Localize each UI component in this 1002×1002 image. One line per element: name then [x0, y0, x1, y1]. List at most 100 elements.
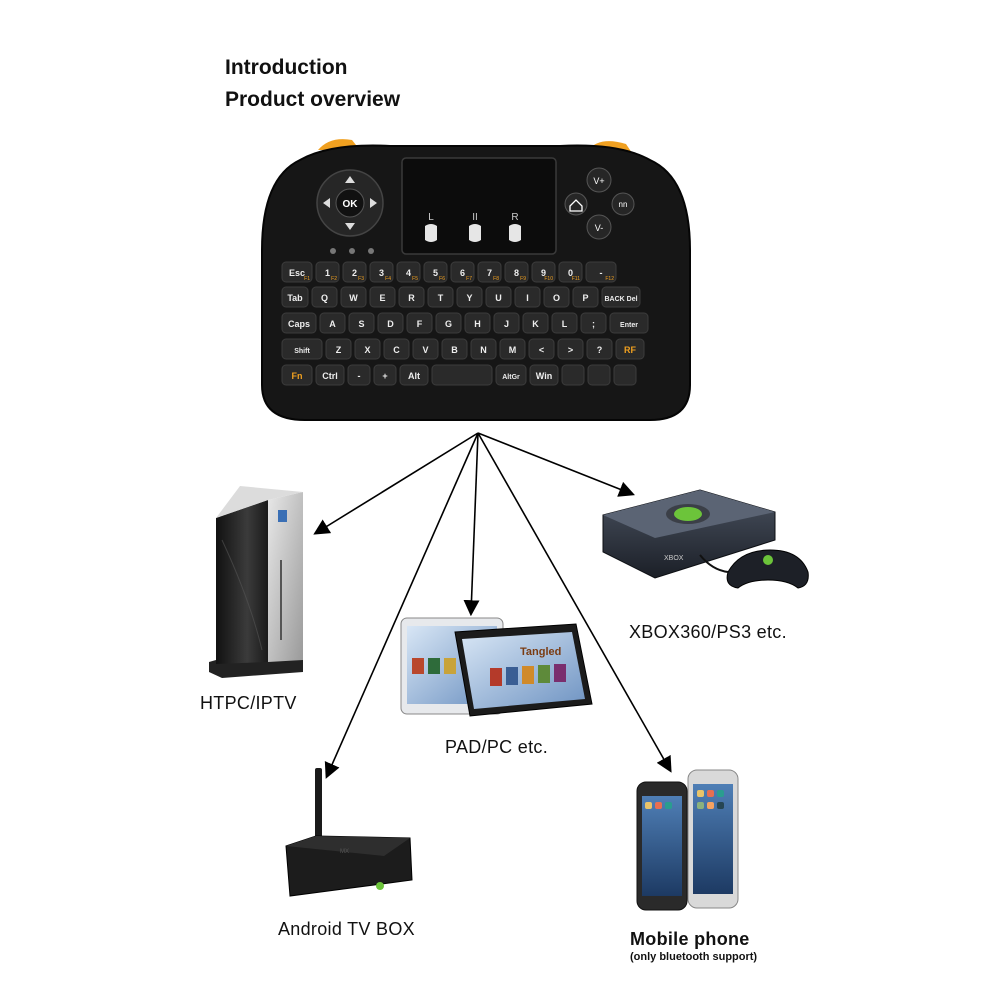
keyboard-fn-label: F3: [358, 276, 364, 282]
keyboard-key-label: H: [474, 319, 481, 329]
keyboard-key-label: >: [568, 345, 573, 355]
keyboard-key-label: S: [358, 319, 364, 329]
keyboard-key-label: U: [495, 293, 502, 303]
keyboard-key-label: -: [600, 268, 603, 278]
keyboard-key: [477, 261, 502, 283]
keyboard-key: [396, 261, 421, 283]
keyboard-key-label: 2: [352, 268, 357, 278]
arrow-to-xbox: [477, 432, 635, 497]
keyboard-key: [369, 286, 396, 308]
label-xbox-ps3: XBOX360/PS3 etc.: [629, 622, 787, 642]
keyboard-key: [499, 338, 526, 360]
keyboard-key: [406, 312, 433, 334]
keyboard-key-label: A: [329, 319, 336, 329]
keyboard-key-label: D: [387, 319, 394, 329]
keyboard-key: [431, 364, 493, 386]
keyboard-key-label: X: [364, 345, 370, 355]
keyboard-key-label: N: [480, 345, 487, 355]
keyboard-key: [561, 364, 585, 386]
label-bluetooth-note: (only bluetooth support): [630, 951, 758, 963]
keyboard-key: [504, 261, 529, 283]
keyboard-fn-label: F10: [544, 276, 553, 282]
keyboard-key-label: 6: [460, 268, 465, 278]
keyboard-key: [514, 286, 541, 308]
keyboard-fn-label: F11: [572, 276, 580, 282]
keyboard-key: [450, 261, 475, 283]
keyboard-key-label: Z: [336, 345, 342, 355]
label-htpc-iptv: HTPC/IPTV: [200, 693, 297, 713]
keyboard-key-label: Fn: [292, 371, 303, 381]
keyboard-key: [354, 338, 381, 360]
keyboard-key-label: O: [553, 293, 560, 303]
keyboard-key-label: ?: [597, 345, 603, 355]
keyboard-key-label: L: [562, 319, 568, 329]
keyboard-key: [586, 338, 613, 360]
keyboard-key-label: E: [379, 293, 385, 303]
keyboard-key: [281, 312, 317, 334]
keyboard-key: [369, 261, 394, 283]
keyboard-key: [342, 261, 367, 283]
keyboard-fn-label: F8: [493, 276, 499, 282]
keyboard-key: [315, 364, 345, 386]
keyboard-key-label: Alt: [408, 371, 420, 381]
title-introduction: Introduction: [225, 56, 348, 79]
arrow-to-pad: [463, 432, 480, 617]
keyboard-key-label: Win: [536, 371, 552, 381]
keyboard-key: [585, 261, 617, 283]
keyboard-key-label: K: [532, 319, 539, 329]
keyboard-key: [609, 312, 649, 334]
keyboard-key: [347, 364, 371, 386]
keyboard-key: [464, 312, 491, 334]
keyboard-key-label: Caps: [288, 319, 310, 329]
keyboard-key: [485, 286, 512, 308]
keyboard-fn-label: F2: [331, 276, 337, 282]
keyboard-key: [281, 364, 313, 386]
keyboard-fn-label: F7: [466, 276, 472, 282]
keyboard-key-label: 8: [514, 268, 519, 278]
svg-text:Tangled: Tangled: [520, 646, 561, 658]
keyboard-key-label: M: [509, 345, 517, 355]
keyboard-key: [587, 364, 611, 386]
keyboard-key: [558, 261, 583, 283]
keyboard-key-label: Esc: [289, 268, 305, 278]
keyboard-key: [557, 338, 584, 360]
htpc-image: [209, 486, 303, 678]
keyboard-key: [528, 338, 555, 360]
pad-image: Tangled: [400, 617, 593, 717]
keyboard-key-label: ;: [592, 319, 595, 329]
keyboard-key-label: Y: [466, 293, 472, 303]
keyboard-key: [311, 286, 338, 308]
keyboard-key: [340, 286, 367, 308]
keyboard-key-label: 7: [487, 268, 492, 278]
keyboard-key-label: +: [382, 371, 387, 381]
keyboard-key: [495, 364, 527, 386]
keyboard-key: [551, 312, 578, 334]
keyboard-key-label: 1: [325, 268, 330, 278]
keyboard-key-label: J: [504, 319, 509, 329]
keyboard-key: [281, 261, 313, 283]
keyboard-key-label: 0: [568, 268, 573, 278]
tvbox-image: MX: [285, 768, 413, 897]
keyboard-key: [470, 338, 497, 360]
keyboard-key-label: Ctrl: [322, 371, 338, 381]
keyboard-key: [522, 312, 549, 334]
keyboard-key: [399, 364, 429, 386]
arrow-to-mobile: [477, 432, 672, 773]
keyboard-key: [281, 338, 323, 360]
keyboard-key: [456, 286, 483, 308]
keyboard-key-label: G: [445, 319, 452, 329]
mobile-image: [636, 769, 739, 911]
keyboard-fn-label: F9: [520, 276, 526, 282]
keyboard-fn-label: F6: [439, 276, 445, 282]
keyboard-key: [281, 286, 309, 308]
svg-text:MX: MX: [340, 849, 349, 855]
keyboard-key: [615, 338, 645, 360]
connection-arrows: [313, 432, 672, 779]
keyboard-key-label: T: [438, 293, 444, 303]
keyboard-key: [412, 338, 439, 360]
keyboard-key-label: 5: [433, 268, 438, 278]
keyboard-key-label: C: [393, 345, 400, 355]
keyboard-key: [377, 312, 404, 334]
arrow-to-htpc: [313, 432, 479, 535]
